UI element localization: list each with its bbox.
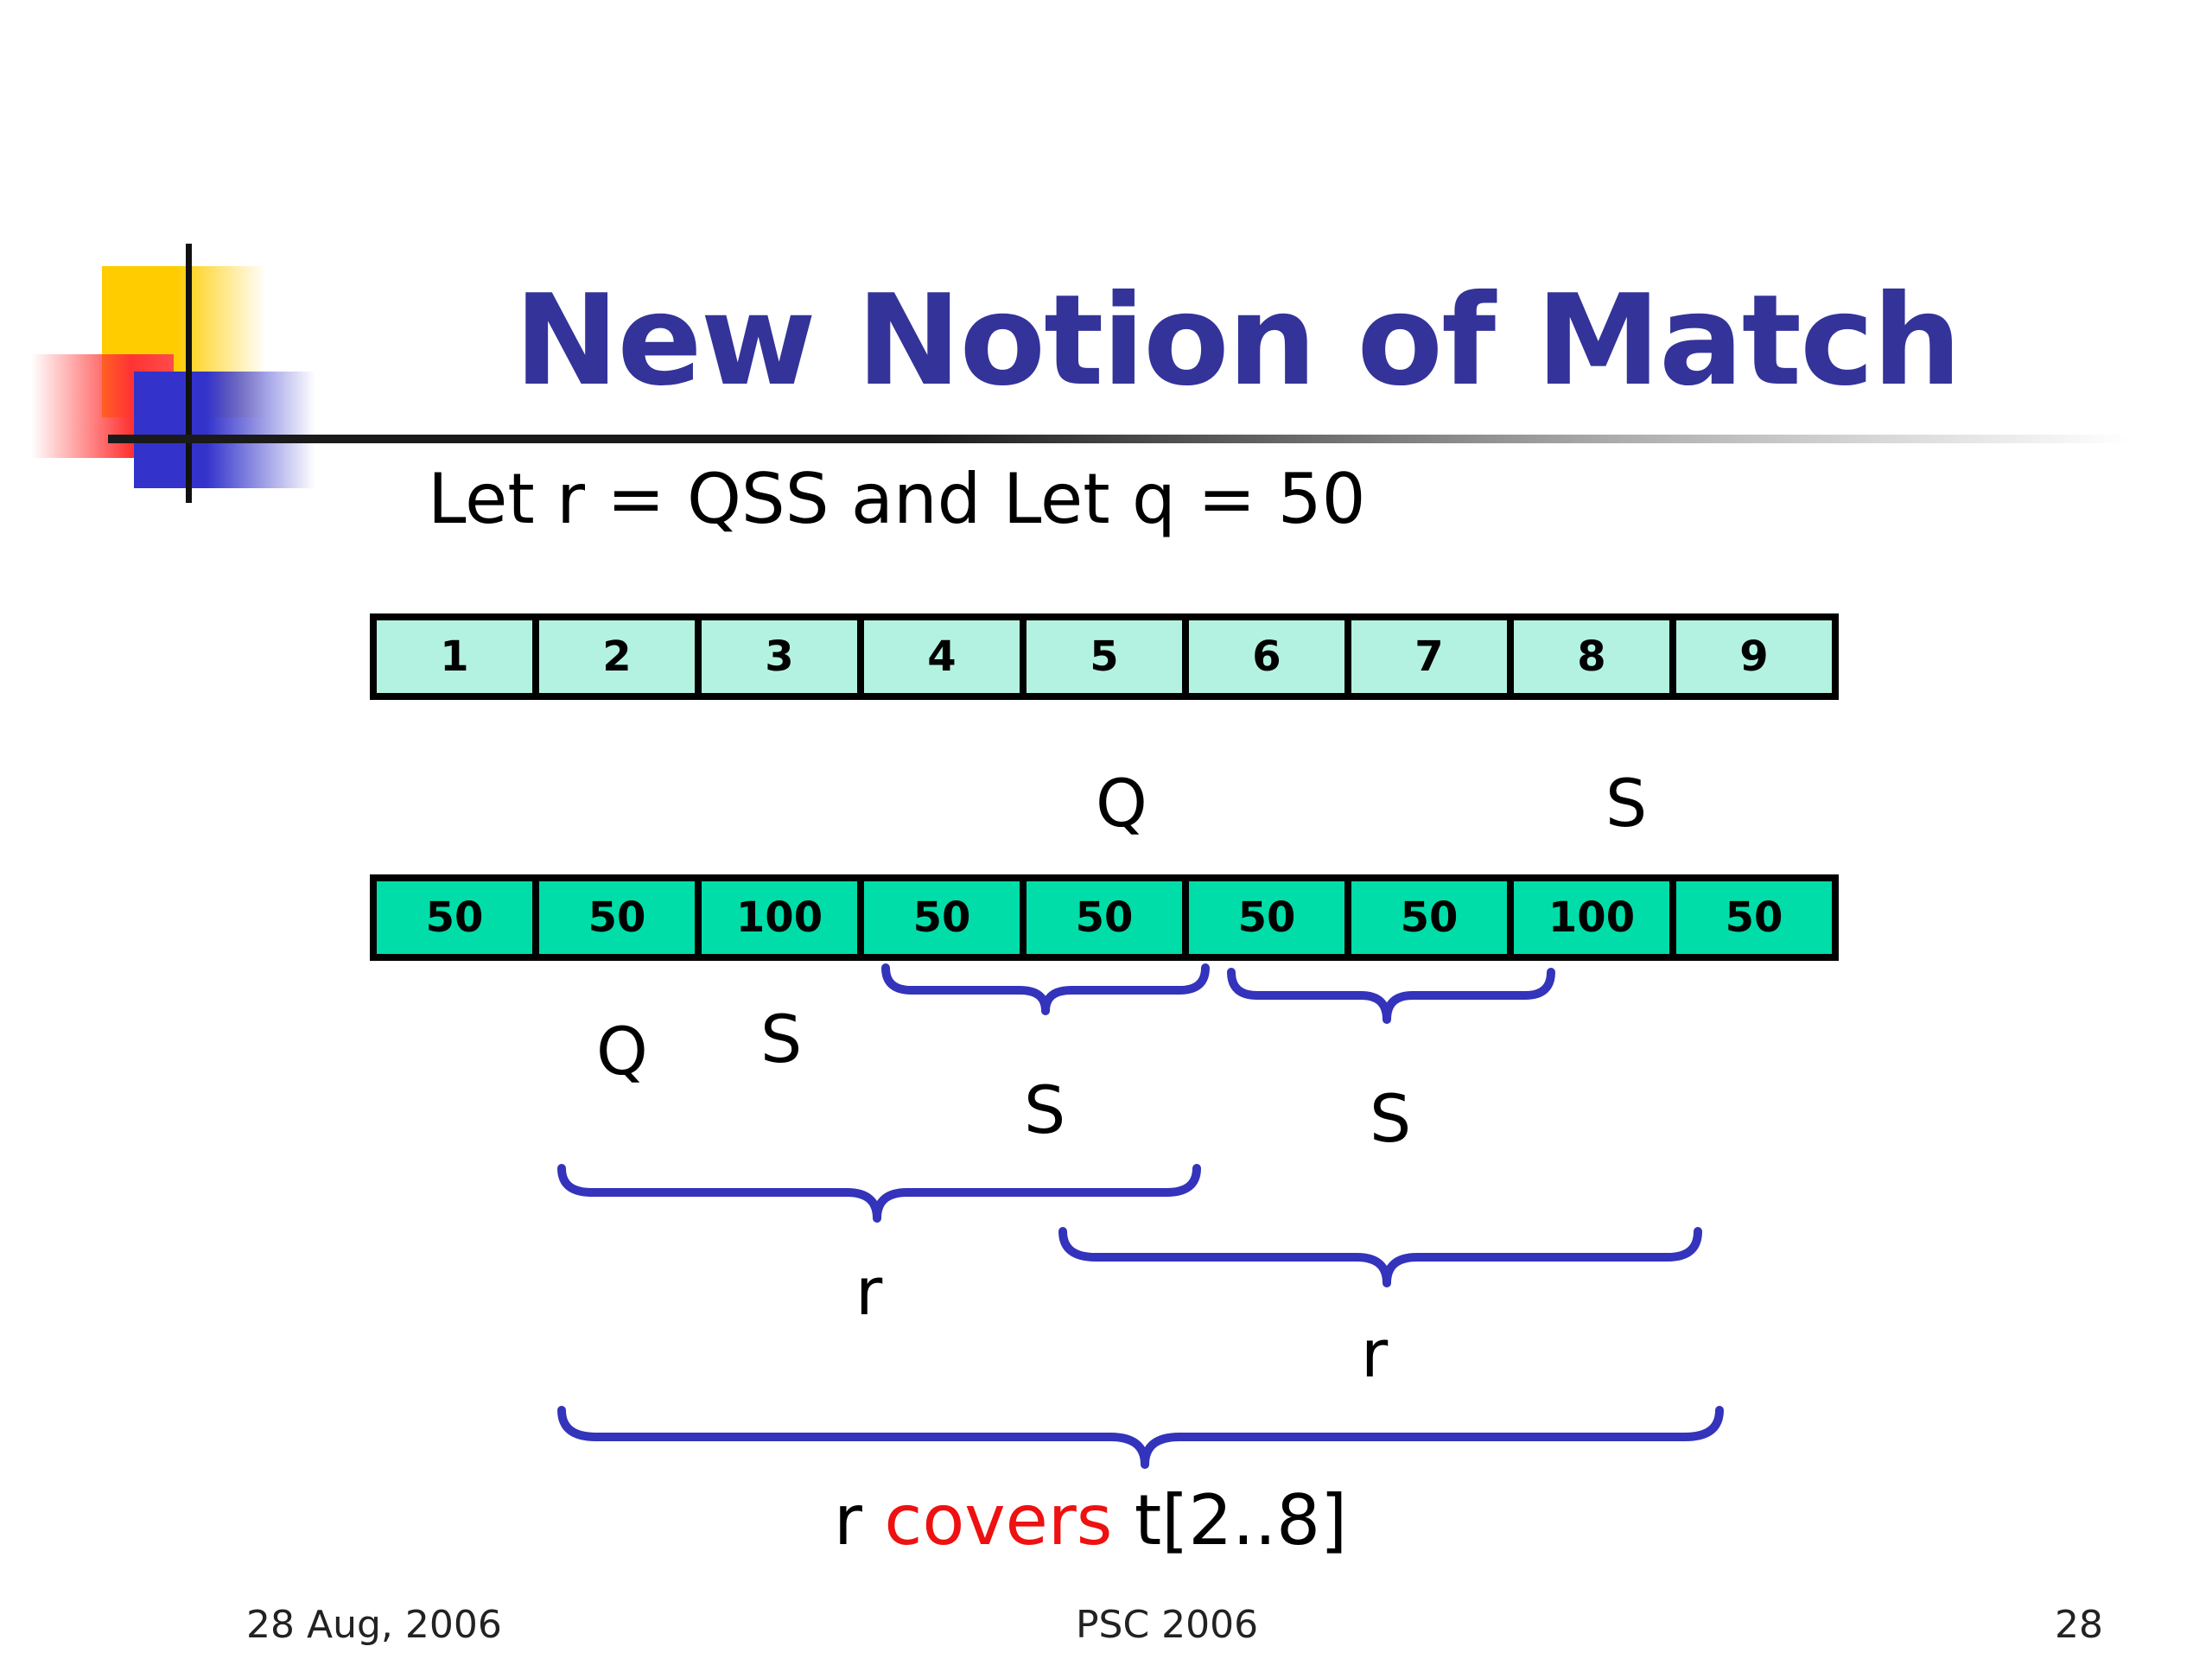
label-s-top: S (1605, 765, 1648, 842)
value-cell: 50 (1344, 874, 1514, 961)
footer-date: 28 Aug, 2006 (246, 1603, 502, 1647)
value-cell: 50 (370, 874, 539, 961)
label-r-left: r (855, 1253, 883, 1330)
footer-page-number: 28 (2055, 1603, 2103, 1647)
index-cell: 5 (1020, 613, 1189, 700)
label-s-mid-right: S (1370, 1080, 1412, 1157)
footer-center: PSC 2006 (1076, 1603, 1259, 1647)
value-cell: 50 (1182, 874, 1351, 961)
brace-covers (557, 1406, 1724, 1469)
caption-covers: covers (884, 1480, 1113, 1560)
brace-r-right (1058, 1227, 1702, 1287)
value-cell: 50 (857, 874, 1027, 961)
index-cell: 8 (1507, 613, 1676, 700)
slide-subtitle: Let r = QSS and Let q = 50 (428, 459, 1366, 539)
title-rule (108, 435, 2130, 443)
value-cell: 100 (695, 874, 864, 961)
label-s-low: S (760, 1001, 803, 1077)
label-q-top: Q (1096, 765, 1147, 842)
label-r-right: r (1361, 1315, 1389, 1392)
label-s-mid-left: S (1024, 1071, 1066, 1148)
brace-r-left (557, 1164, 1201, 1223)
logo-vertical-line (186, 244, 192, 503)
index-cell: 3 (695, 613, 864, 700)
caption: r covers t[2..8] (834, 1473, 1347, 1568)
value-cell: 50 (1669, 874, 1839, 961)
label-q-low: Q (596, 1013, 648, 1090)
value-cell: 50 (532, 874, 702, 961)
index-cell: 2 (532, 613, 702, 700)
logo-blue-square (134, 372, 315, 488)
slide-title: New Notion of Match (514, 268, 1961, 414)
caption-part1: r (834, 1480, 885, 1560)
index-cell: 1 (370, 613, 539, 700)
index-cell: 6 (1182, 613, 1351, 700)
value-cell: 50 (1020, 874, 1189, 961)
caption-part3: t[2..8] (1112, 1480, 1348, 1560)
brace-cells-6-7 (1227, 968, 1555, 1024)
index-cell: 9 (1669, 613, 1839, 700)
index-row: 1 2 3 4 5 6 7 8 9 (370, 613, 1891, 700)
brace-cells-4-5 (881, 963, 1210, 1015)
value-row: 50 50 100 50 50 50 50 100 50 (370, 874, 1891, 961)
